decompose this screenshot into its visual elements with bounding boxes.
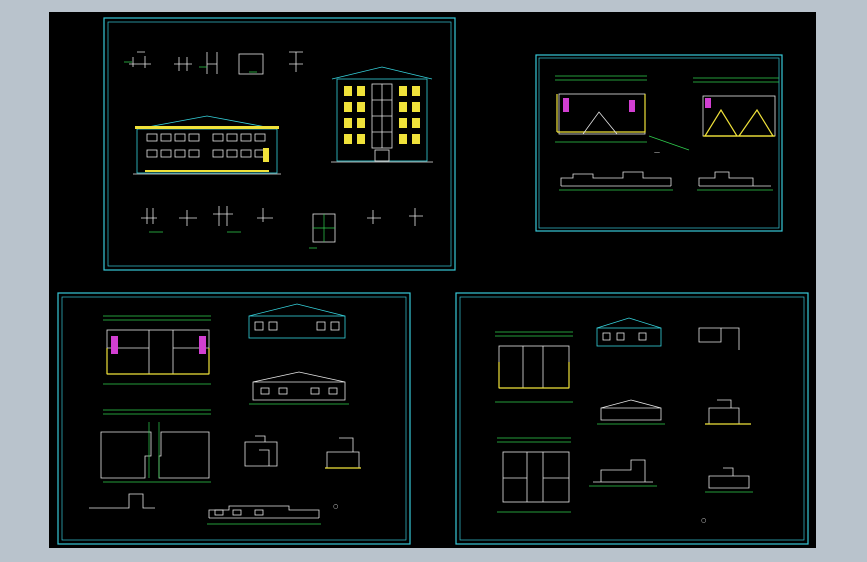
sheet-plan-left: ○ [57,292,411,545]
front-elevation-long [133,115,281,175]
plan-lower-left [100,409,211,483]
plan-upper-right [495,331,573,403]
detail-row-top [124,51,303,75]
plan-lower-right [497,437,571,513]
sections-small [559,171,773,191]
section-long-left: ○ [89,493,338,525]
svg-text:○: ○ [333,503,338,510]
sheet-plan-small: — [535,54,783,232]
details-right-column: ○ [698,327,753,524]
plan-right-small [693,77,779,137]
plan-upper-left [103,315,211,385]
svg-text:—: — [654,149,660,156]
plan-left-small: — [555,75,690,156]
sheet-plan-right: ○ [455,292,809,545]
tall-elevation [331,66,433,163]
elevations-left-sheet [244,303,361,469]
elevations-right-sheet [589,317,665,487]
svg-text:○: ○ [701,517,706,524]
drawing-canvas: — [57,17,809,545]
cad-viewport[interactable]: — [49,12,816,548]
sheet-elevations [103,17,456,271]
detail-row-bottom [141,206,423,249]
